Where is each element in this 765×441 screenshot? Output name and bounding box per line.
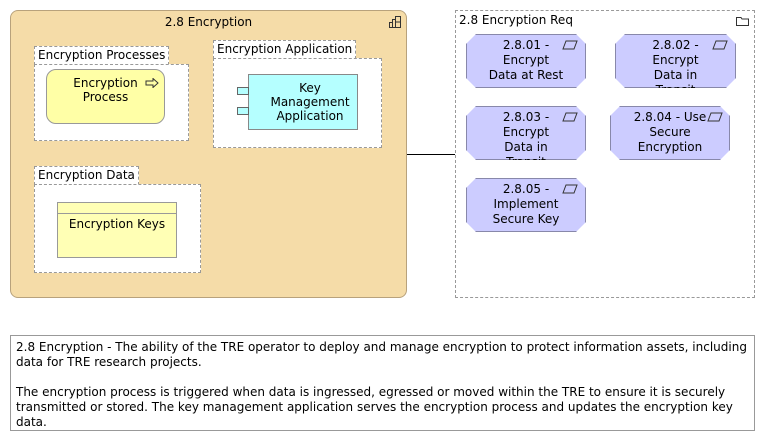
data-group-tab[interactable]: Encryption Data (34, 166, 139, 185)
requirement-icon (562, 112, 578, 122)
description-note[interactable]: 2.8 Encryption - The ability of the TRE … (10, 335, 755, 431)
requirement-2-8-05[interactable]: 2.8.05 - Implement Secure Key (466, 178, 586, 232)
processes-group-title: Encryption Processes (38, 48, 166, 62)
requirement-icon (562, 184, 578, 194)
note-paragraph-1: 2.8 Encryption - The ability of the TRE … (16, 340, 747, 369)
process-arrow-icon (145, 78, 159, 88)
processes-group-tab[interactable]: Encryption Processes (34, 46, 170, 65)
requirement-2-8-02[interactable]: 2.8.02 - Encrypt Data in Transit (615, 34, 736, 88)
requirement-2-8-01[interactable]: 2.8.01 - Encrypt Data at Rest (466, 34, 586, 88)
requirement-icon (562, 40, 578, 50)
component-tab-icon (237, 87, 249, 95)
requirement-label: 2.8.02 - Encrypt Data in Transit (652, 38, 699, 82)
component-tab-icon (237, 107, 249, 115)
encryption-keys-label: Encryption Keys (68, 217, 166, 231)
key-management-application-label: Key Management Application (270, 81, 350, 123)
application-group-title: Encryption Application (217, 42, 353, 56)
application-group-tab[interactable]: Encryption Application (213, 40, 357, 59)
requirement-icon (712, 40, 728, 50)
association-connector[interactable] (407, 154, 455, 155)
data-group-title: Encryption Data (38, 168, 135, 182)
encryption-process-label: Encryption Process (73, 76, 138, 104)
note-paragraph-2: The encryption process is triggered when… (16, 385, 733, 429)
requirement-icon (707, 112, 723, 122)
encryption-keys-data-object[interactable]: Encryption Keys (57, 202, 177, 258)
grouping-icon (389, 16, 401, 28)
requirements-group-title: 2.8 Encryption Req (459, 13, 573, 27)
requirement-label: 2.8.03 - Encrypt Data in Transit (502, 110, 550, 154)
encryption-group-title: 2.8 Encryption (164, 15, 253, 29)
requirement-2-8-03[interactable]: 2.8.03 - Encrypt Data in Transit (466, 106, 586, 160)
encryption-process[interactable]: Encryption Process (46, 69, 165, 124)
requirement-label: 2.8.01 - Encrypt Data at Rest (488, 38, 564, 82)
key-management-application[interactable]: Key Management Application (248, 74, 358, 130)
requirement-label: 2.8.04 - Use Secure Encryption (633, 110, 707, 154)
data-object-header (58, 203, 176, 214)
requirement-label: 2.8.05 - Implement Secure Key (492, 182, 560, 226)
folder-icon (736, 17, 749, 26)
